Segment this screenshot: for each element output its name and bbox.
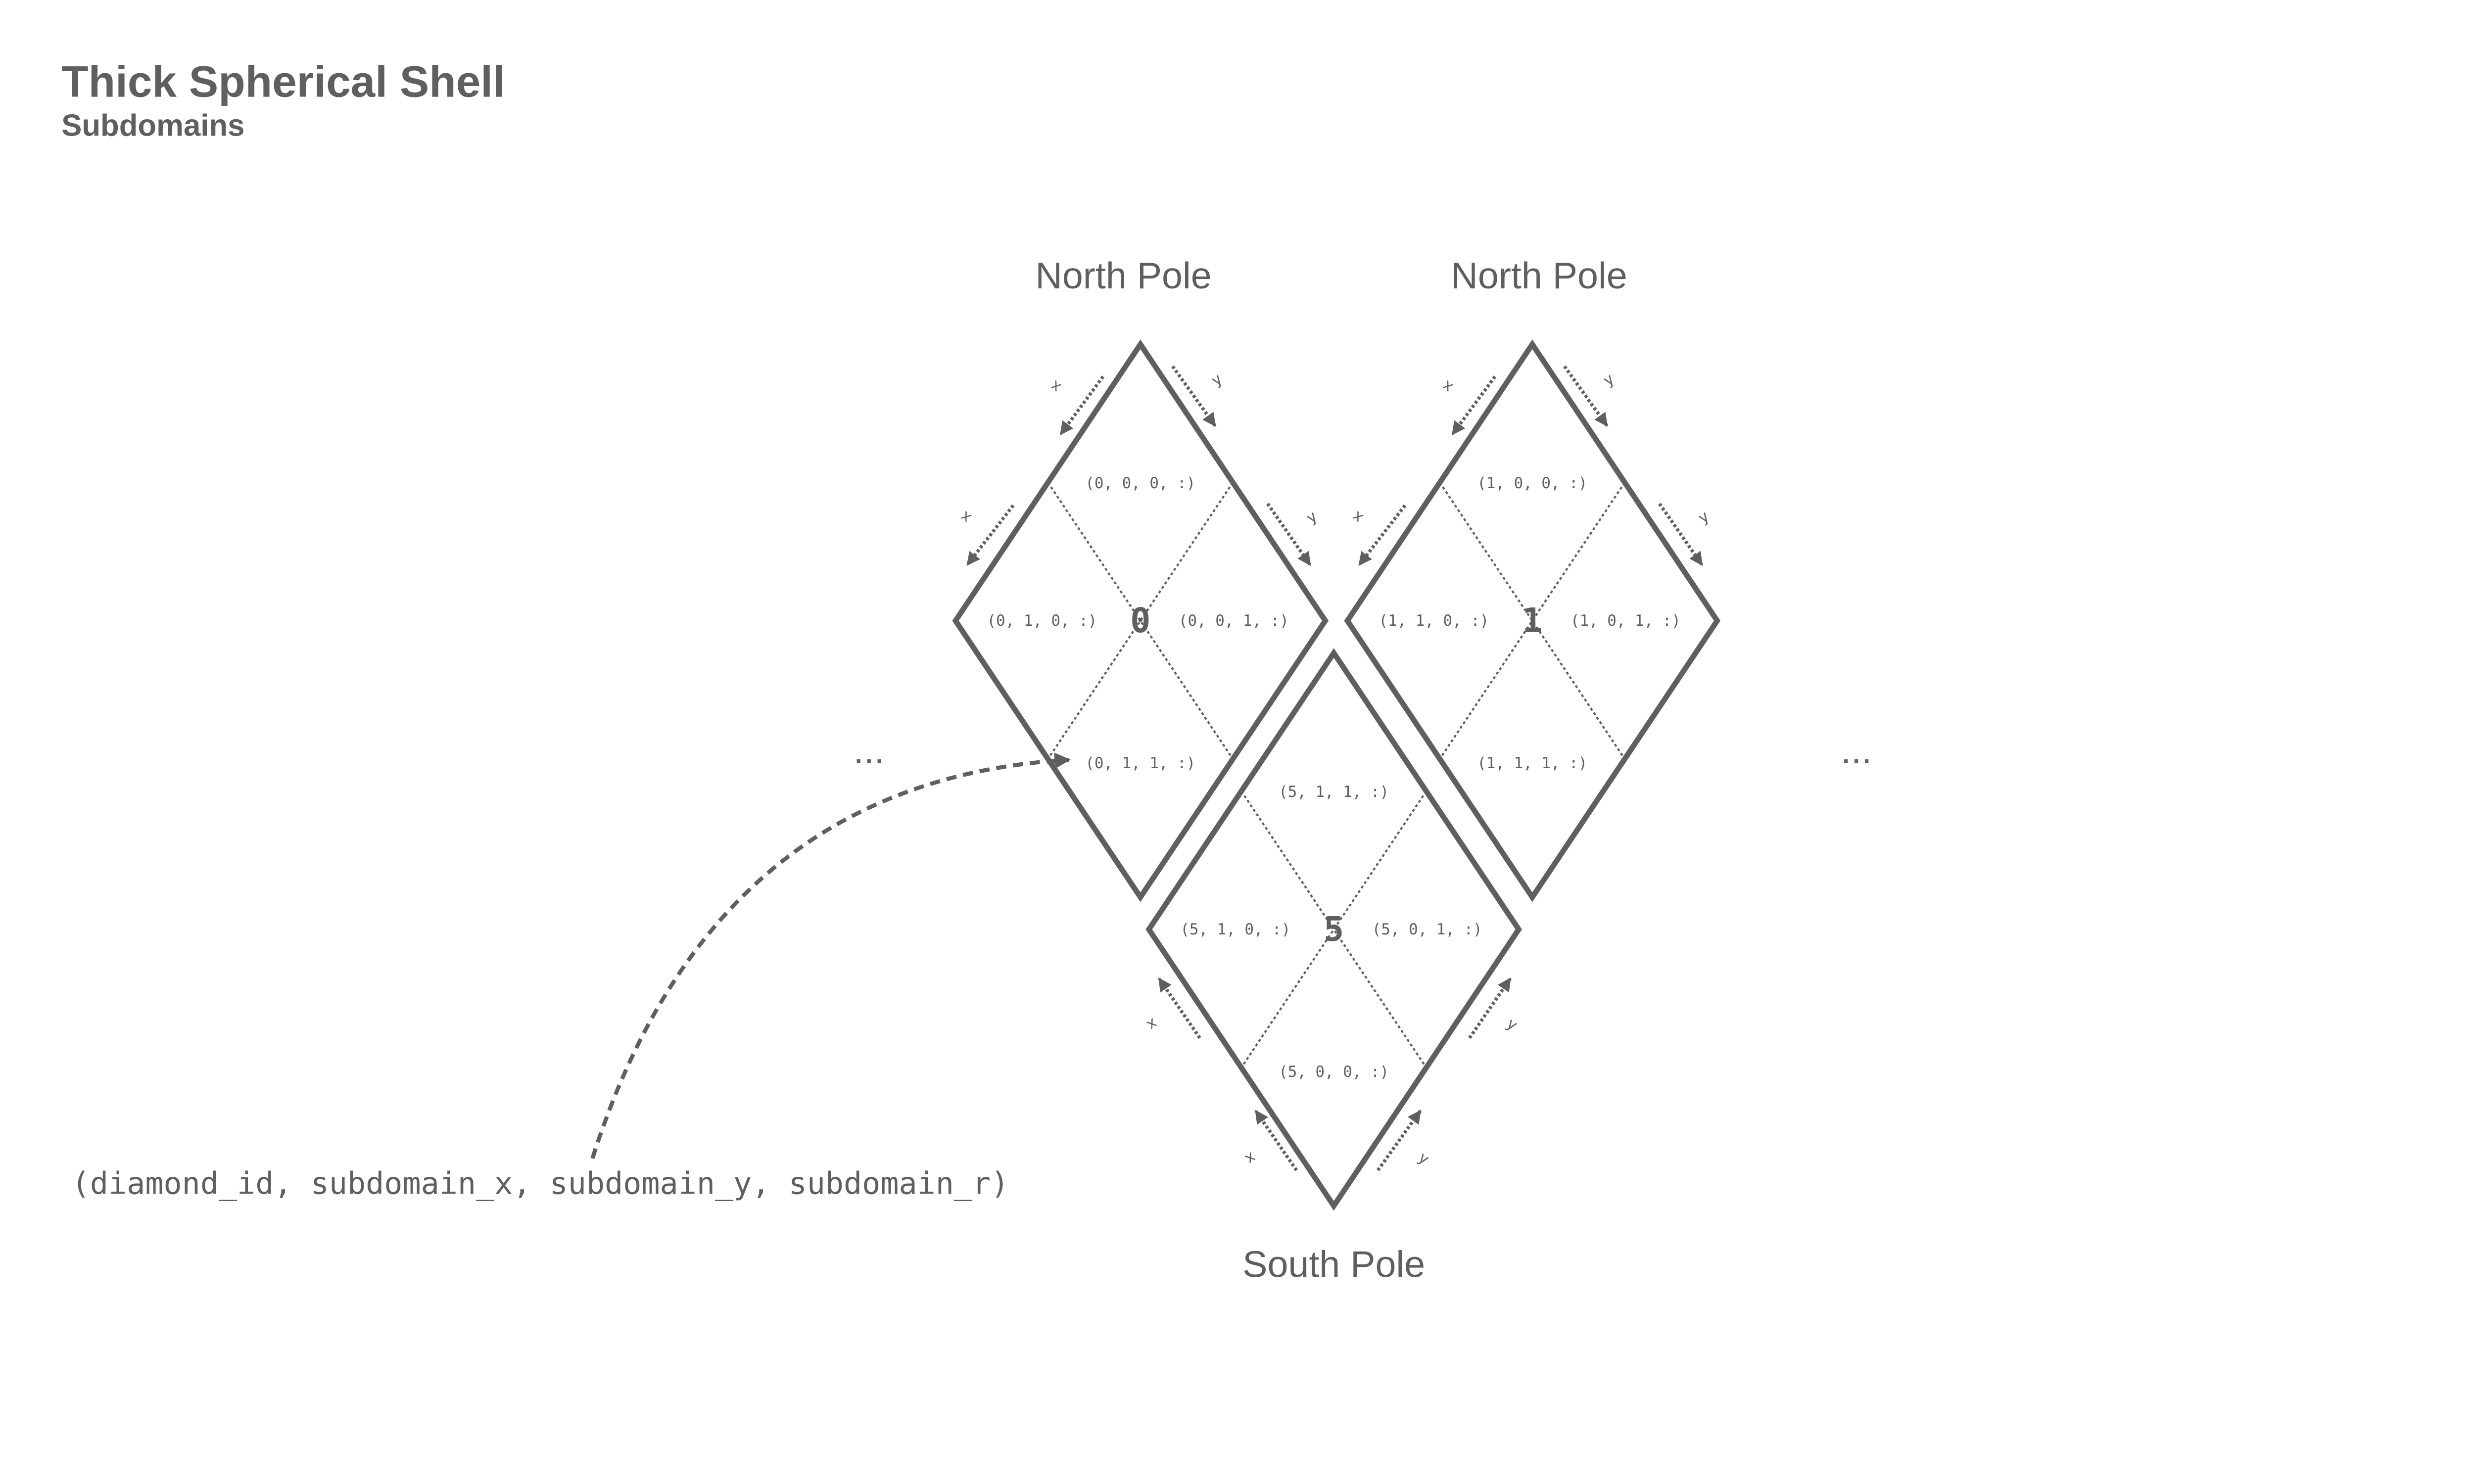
page-subtitle: Subdomains (61, 108, 244, 142)
arrow-line (1658, 503, 1704, 566)
arrow-line (1563, 365, 1609, 427)
legend-pointer-arrow (590, 752, 1071, 1159)
subdomain-divider (1240, 790, 1427, 1068)
subdomain-divider (1240, 790, 1427, 1068)
page-title: Thick Spherical Shell (61, 56, 505, 106)
ellipsis-right: ... (1841, 730, 1872, 771)
axis-arrow-x: x (1047, 375, 1105, 435)
arrow-line (1451, 375, 1497, 435)
diamond-outline (1145, 648, 1522, 1211)
diamond-outline (952, 339, 1329, 902)
axis-arrow-y: y (1658, 503, 1713, 566)
subdomain-label-left: (5, 1, 0, :) (1180, 921, 1290, 938)
axis-arrow-y: y (1171, 365, 1226, 427)
axis-label-x: x (1348, 508, 1367, 527)
subdomain-label-right: (5, 0, 1, :) (1372, 921, 1482, 938)
diamond-id-label: 0 (1130, 601, 1150, 641)
subdomain-divider (1047, 482, 1234, 760)
subdomain-divider (1047, 482, 1234, 760)
axis-label-y: y (1303, 508, 1321, 527)
south-pole-label: South Pole (1242, 1244, 1425, 1285)
axis-label-y: y (1208, 370, 1226, 390)
subdomain-label-left: (0, 1, 0, :) (987, 612, 1097, 630)
subdomain-label-right: (1, 0, 1, :) (1570, 612, 1681, 630)
subdomain-label-right: (0, 0, 1, :) (1179, 612, 1289, 630)
subdomain-divider (1439, 482, 1626, 760)
ellipsis-left: ... (854, 730, 885, 771)
diamond-1: 1 (1, 0, 0, :) (1, 1, 0, :) (1, 0, 1, :) (1,… (1344, 339, 1721, 902)
subdomain-divider (1439, 482, 1626, 760)
arrow-line (1171, 365, 1217, 427)
diamonds-group: 0 (0, 0, 0, :) (0, 1, 0, :) (0, 0, 1, :) (0,… (952, 339, 1721, 1211)
axis-label-x: x (1047, 377, 1064, 397)
axis-label-y: y (1695, 508, 1713, 527)
arrow-line (1358, 504, 1407, 566)
arrow-line (1059, 375, 1105, 435)
subdomain-label-top: (0, 0, 0, :) (1085, 474, 1195, 492)
subdomain-label-bottom: (5, 0, 0, :) (1279, 1063, 1389, 1081)
axis-arrow-x: x (1438, 375, 1497, 435)
diamond-outline (1344, 339, 1721, 902)
subdomain-label-bottom: (0, 1, 1, :) (1085, 754, 1195, 772)
axis-arrows-group: x x y y x x y y x x y y (956, 365, 1713, 1171)
arrow-line (1376, 1110, 1422, 1171)
arrow-line (966, 504, 1015, 566)
diamond-id-label: 5 (1324, 910, 1344, 949)
axis-arrow-y: y (1376, 1110, 1432, 1171)
axis-arrow-y: y (1266, 503, 1321, 566)
north-pole-label-right: North Pole (1451, 255, 1627, 296)
axis-label-x: x (956, 508, 975, 527)
axis-arrow-y: y (1563, 365, 1618, 427)
arrow-line (1468, 977, 1512, 1039)
axis-label-x: x (1438, 377, 1456, 397)
axis-label-y: y (1503, 1015, 1521, 1034)
axis-label-y: y (1600, 370, 1618, 390)
subdomain-label-bottom: (1, 1, 1, :) (1477, 754, 1587, 772)
arrow-line (1157, 977, 1201, 1039)
subdomain-label-top: (1, 0, 0, :) (1477, 474, 1587, 492)
axis-arrow-x: x (956, 504, 1015, 566)
subdomain-label-left: (1, 1, 0, :) (1379, 612, 1489, 630)
diamond-5: 5 (5, 1, 1, :) (5, 1, 0, :) (5, 0, 1, :) (5,… (1145, 648, 1522, 1211)
arrow-line (1254, 1110, 1298, 1171)
axis-label-x: x (1242, 1149, 1260, 1168)
index-legend: (diamond_id, subdomain_x, subdomain_y, s… (72, 1166, 1009, 1202)
arrow-line (1266, 503, 1312, 566)
axis-label-x: x (1143, 1015, 1161, 1034)
axis-arrow-x: x (1143, 977, 1201, 1039)
diamond-id-label: 1 (1522, 601, 1542, 641)
axis-arrow-x: x (1348, 504, 1407, 566)
axis-label-y: y (1415, 1149, 1432, 1168)
subdomain-label-top: (5, 1, 1, :) (1279, 783, 1389, 801)
diamond-0: 0 (0, 0, 0, :) (0, 1, 0, :) (0, 0, 1, :) (0,… (952, 339, 1329, 902)
north-pole-label-left: North Pole (1035, 255, 1211, 296)
